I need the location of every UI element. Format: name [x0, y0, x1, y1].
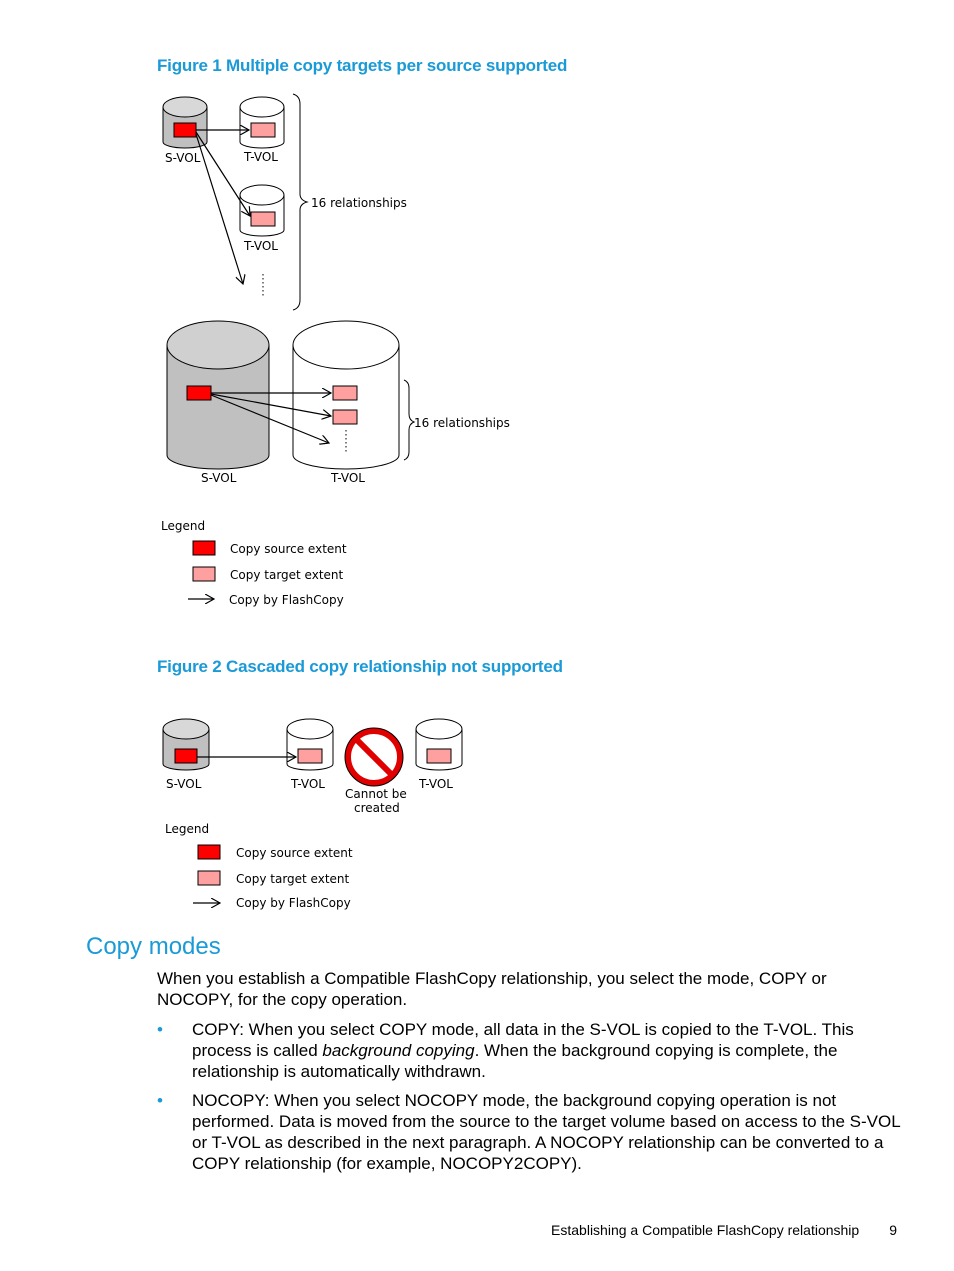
- fig1-small-tvol1-label: T-VOL: [243, 150, 278, 164]
- fig2-tvol2-label: T-VOL: [418, 777, 453, 791]
- copy-text-before: COPY: When you select COPY mode, all dat…: [192, 1020, 854, 1060]
- legend-2-title: Legend: [165, 822, 209, 836]
- copy-text-italic: background copying: [322, 1041, 475, 1060]
- legend-1-title: Legend: [161, 519, 205, 533]
- fig1-large-relationships-label: 16 relationships: [414, 416, 510, 430]
- fig1-small-target-extent-2: [250, 211, 276, 227]
- legend-1-copy-label: Copy by FlashCopy: [229, 593, 344, 607]
- fig1-small-relationships-label: 16 relationships: [311, 196, 407, 210]
- intro-paragraph: When you establish a Compatible FlashCop…: [157, 969, 827, 1009]
- page-number: 9: [889, 1222, 897, 1238]
- fig1-large-tvol-label: T-VOL: [330, 471, 365, 485]
- fig1-small-copy-arrows: [195, 130, 250, 284]
- fig1-small-target-extent-1: [250, 122, 276, 138]
- figure-1-caption: Figure 1 Multiple copy targets per sourc…: [157, 56, 568, 75]
- fig2-target-extent-2: [426, 748, 452, 764]
- fig1-large-brace: [403, 379, 416, 461]
- legend-1-source-swatch: [192, 540, 216, 556]
- list-item-nocopy: • NOCOPY: When you select NOCOPY mode, t…: [157, 1090, 902, 1174]
- fig1-large-target-extent-2: [332, 409, 358, 425]
- legend-1-source-label: Copy source extent: [230, 542, 347, 556]
- fig2-tvol1-label: T-VOL: [290, 777, 325, 791]
- figures-diagram: S-VOL T-VOL T-VOL 16 relationships S-VOL…: [161, 93, 510, 910]
- bullet-icon: •: [157, 1091, 163, 1110]
- legend-2-copy-label: Copy by FlashCopy: [236, 896, 351, 910]
- fig1-small-svol-label: S-VOL: [165, 151, 201, 165]
- fig2-cannot-line2: created: [354, 801, 400, 815]
- figure-2-caption: Figure 2 Cascaded copy relationship not …: [157, 657, 563, 676]
- bullet-icon: •: [157, 1020, 163, 1039]
- legend-2-target-label: Copy target extent: [236, 872, 350, 886]
- fig1-large-svol-cylinder: [166, 320, 270, 470]
- legend-1-target-swatch: [192, 566, 216, 582]
- copy-text-after: . When the background copying is complet…: [192, 1041, 838, 1081]
- mode-list: • COPY: When you select COPY mode, all d…: [157, 1019, 902, 1182]
- legend-1-target-label: Copy target extent: [230, 568, 344, 582]
- legend-2-target-swatch: [197, 870, 221, 886]
- fig1-large-svol-label: S-VOL: [201, 471, 237, 485]
- page-footer: Establishing a Compatible FlashCopy rela…: [551, 1222, 897, 1238]
- footer-text: Establishing a Compatible FlashCopy rela…: [551, 1222, 860, 1238]
- legend-2-source-label: Copy source extent: [236, 846, 353, 860]
- nocopy-text: NOCOPY: When you select NOCOPY mode, the…: [192, 1091, 901, 1173]
- fig2-source-extent: [174, 748, 198, 764]
- fig2-target-extent-1: [297, 748, 323, 764]
- fig2-cannot-line1: Cannot be: [345, 787, 407, 801]
- list-item-copy: • COPY: When you select COPY mode, all d…: [157, 1019, 902, 1082]
- fig1-small-brace: [292, 93, 309, 311]
- fig1-large-source-extent: [186, 385, 212, 401]
- section-title: Copy modes: [86, 933, 221, 960]
- fig1-large-copy-arrows: [210, 393, 331, 443]
- fig1-small-source-extent: [173, 122, 197, 138]
- legend-2-source-swatch: [197, 844, 221, 860]
- fig2-svol-label: S-VOL: [166, 777, 202, 791]
- fig1-small-tvol2-label: T-VOL: [243, 239, 278, 253]
- fig2-prohibited-icon: [344, 727, 404, 787]
- fig1-large-target-extent-1: [332, 385, 358, 401]
